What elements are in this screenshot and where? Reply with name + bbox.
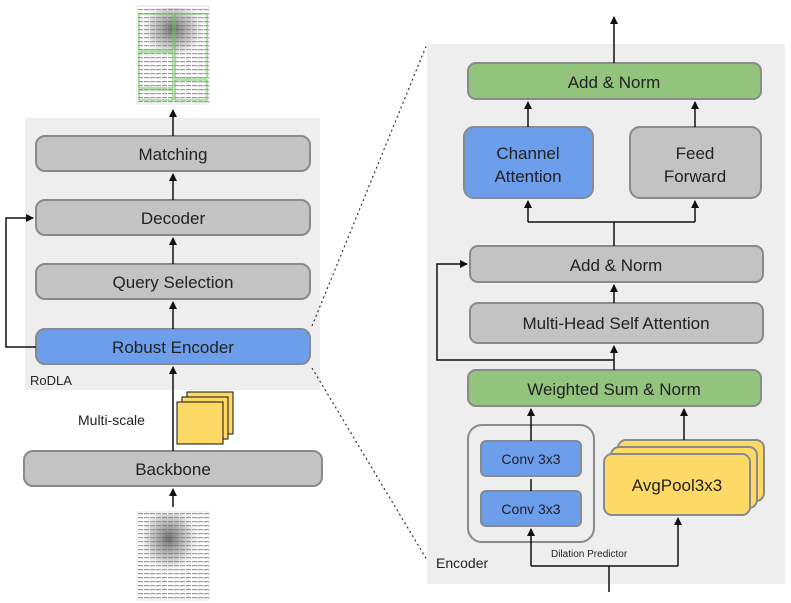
conv-top-label: Conv 3x3 <box>501 451 560 467</box>
input-document-image <box>136 511 210 601</box>
multiscale-feature-stack <box>176 391 234 445</box>
left-flow-arrows <box>5 109 177 507</box>
encoder-panel-label: Encoder <box>436 555 488 571</box>
query-selection-label: Query Selection <box>113 273 234 292</box>
avgpool-stack: AvgPool3x3 <box>603 439 765 516</box>
feed-forward-label-line2: Forward <box>664 167 726 186</box>
zoom-dotted-lines <box>311 43 428 561</box>
conv-bottom-block: Conv 3x3 <box>480 490 582 527</box>
rodla-panel-label: RoDLA <box>30 373 72 388</box>
dilation-predictor-label: Dilation Predictor <box>551 549 628 560</box>
conv-bottom-label: Conv 3x3 <box>501 501 560 517</box>
backbone-label: Backbone <box>135 460 211 479</box>
feed-forward-block: Feed Forward <box>629 126 762 199</box>
add-norm-mid-block: Add & Norm <box>469 245 764 283</box>
add-norm-mid-label: Add & Norm <box>570 256 663 275</box>
robust-encoder-block: Robust Encoder <box>35 328 311 365</box>
channel-attention-block: Channel Attention <box>463 126 594 199</box>
matching-label: Matching <box>139 145 208 164</box>
add-norm-top-block: Add & Norm <box>467 62 762 100</box>
add-norm-top-label: Add & Norm <box>568 73 661 92</box>
multiscale-label: Multi-scale <box>78 412 145 428</box>
weighted-sum-norm-block: Weighted Sum & Norm <box>467 369 762 407</box>
channel-attention-label-line1: Channel <box>496 144 559 163</box>
conv-top-block: Conv 3x3 <box>480 440 582 477</box>
avgpool-label: AvgPool3x3 <box>632 476 722 495</box>
robust-encoder-label: Robust Encoder <box>112 338 234 357</box>
mhsa-block: Multi-Head Self Attention <box>469 302 764 344</box>
weighted-sum-norm-label: Weighted Sum & Norm <box>527 380 701 399</box>
encoder-flow-arrows <box>436 16 699 592</box>
output-document-image <box>136 5 210 105</box>
feed-forward-label-line1: Feed <box>676 144 715 163</box>
backbone-block: Backbone <box>23 450 323 487</box>
channel-attention-label-line2: Attention <box>494 167 561 186</box>
query-selection-block: Query Selection <box>35 263 311 300</box>
decoder-block: Decoder <box>35 199 311 236</box>
mhsa-label: Multi-Head Self Attention <box>522 314 709 333</box>
decoder-label: Decoder <box>141 209 206 228</box>
matching-block: Matching <box>35 135 311 172</box>
